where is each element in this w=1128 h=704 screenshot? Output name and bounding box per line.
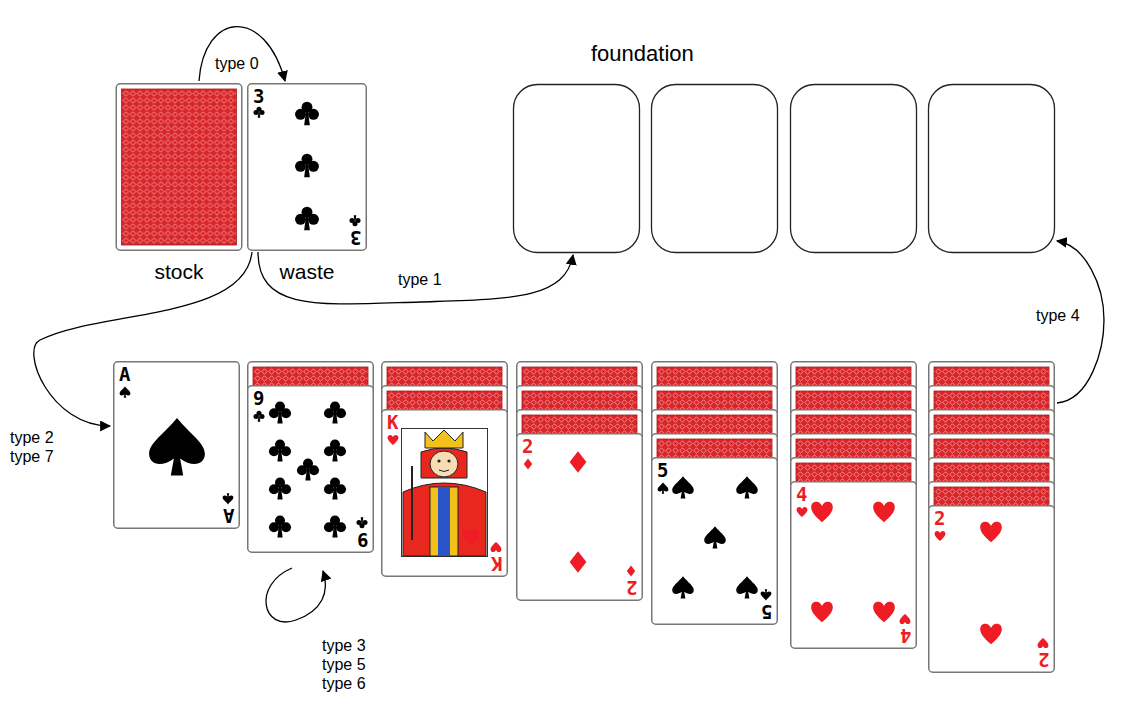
card-rank: A (223, 506, 234, 525)
tableau-pile: 44 (790, 361, 917, 649)
card-rank: A (119, 365, 130, 384)
card-rank: 3 (253, 87, 264, 106)
move-type-label: type 4 (1036, 306, 1080, 325)
card-rank: 9 (357, 530, 368, 549)
pile-label: waste (280, 260, 335, 283)
card-rank: 4 (900, 626, 911, 645)
card-rank: 2 (522, 437, 533, 456)
foundation-area: foundation (513, 84, 1055, 253)
card-rank: K (491, 554, 502, 573)
card-rank: 3 (350, 228, 361, 247)
waste-card: 33waste (247, 83, 367, 251)
tableau-pile: 22 (928, 361, 1055, 673)
tableau-pile: AA (113, 361, 240, 529)
move-type-label: type 1 (398, 270, 442, 289)
card-rank: K (387, 413, 398, 432)
move-arrow (34, 252, 252, 426)
move-arrow (258, 252, 573, 304)
move-type-label: type 2 type 7 (10, 428, 66, 466)
move-type-label: type 0 (215, 54, 259, 73)
move-type-label: type 3 type 5 type 6 (322, 636, 378, 693)
card-rank: 2 (626, 578, 637, 597)
card-rank: 5 (761, 602, 772, 621)
move-arrow (199, 27, 285, 81)
tableau-pile: KK (381, 361, 508, 577)
card-rank: 2 (934, 509, 945, 528)
tableau-pile: 22 (516, 361, 643, 601)
card-rank: 4 (796, 485, 807, 504)
pile-label: stock (154, 260, 203, 283)
card-rank: 5 (657, 461, 668, 480)
card-rank: 9 (253, 389, 264, 408)
stock-pile: stock (115, 83, 243, 251)
tableau-pile: 55 (651, 361, 778, 625)
area-heading: foundation (591, 42, 694, 66)
tableau-pile: 99 (247, 361, 374, 553)
card-rank: 2 (1038, 650, 1049, 669)
